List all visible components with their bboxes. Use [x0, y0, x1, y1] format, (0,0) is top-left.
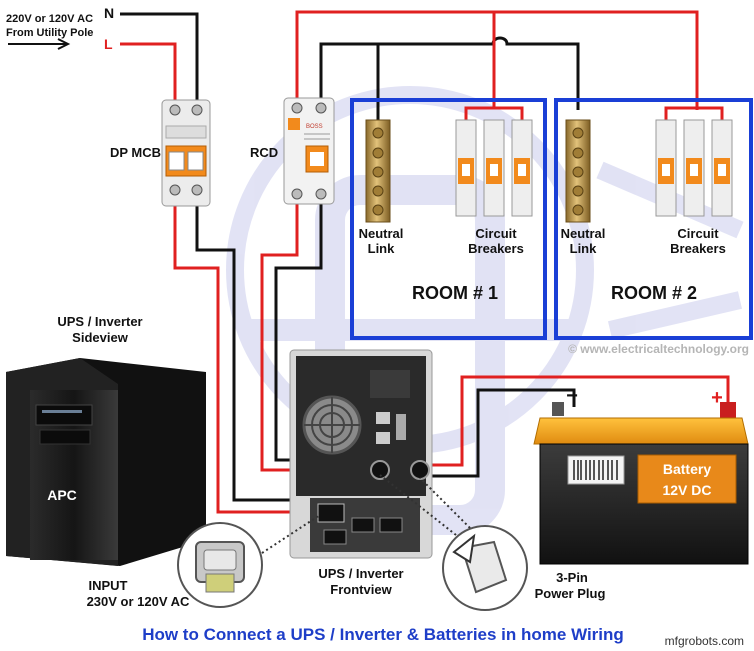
source-arrow-icon	[8, 38, 71, 50]
dp-mcb-icon	[161, 99, 211, 207]
room1-neutral-link-label-1: Neutral	[359, 226, 404, 241]
power-plug-icon	[379, 474, 528, 611]
rcd-brand: BOSS	[306, 124, 323, 130]
input-socket-detail-icon	[177, 514, 321, 608]
copyright-watermark: © www.electricaltechnology.org	[568, 342, 749, 356]
ups-side-label-1: UPS / Inverter	[57, 314, 142, 329]
source-label-line2: From Utility Pole	[6, 27, 93, 39]
supply-neutral-wire	[120, 12, 199, 110]
dp-mcb-label: DP MCB	[110, 145, 161, 160]
barcode	[573, 460, 618, 480]
car-battery-icon: Battery 12V DC	[533, 402, 749, 565]
rcd-live-bus	[295, 10, 699, 110]
supply-live-wire	[120, 42, 177, 110]
ups-front-label-1: UPS / Inverter	[318, 566, 403, 581]
rcd-label: RCD	[250, 145, 278, 160]
room2-neutral-link-label-1: Neutral	[561, 226, 606, 241]
room1-breakers-label-1: Circuit	[475, 226, 517, 241]
rcd-icon: BOSS	[283, 97, 335, 205]
neutral-link-icon	[365, 119, 391, 223]
line-letter: L	[104, 36, 113, 52]
input-label-2: 230V or 120V AC	[87, 594, 190, 609]
input-label-1: INPUT	[89, 578, 128, 593]
battery-minus-sign: −	[566, 385, 578, 407]
cooling-fan-icon	[302, 395, 362, 455]
neutral-link-icon	[565, 119, 591, 223]
ups-input-live-wire	[173, 195, 318, 514]
circuit-breaker-icon	[655, 119, 733, 217]
iec-inlet-icon	[317, 503, 345, 523]
site-watermark: mfgrobots.com	[665, 634, 744, 648]
room-2-panel: Neutral Link Circuit Breakers ROOM # 2	[554, 98, 753, 340]
room-1-panel: Neutral Link Circuit Breakers ROOM # 1	[350, 98, 547, 340]
neutral-letter: N	[104, 5, 114, 21]
room2-neutral-link-label-2: Link	[570, 241, 597, 256]
room2-breakers-label-1: Circuit	[677, 226, 719, 241]
battery-plus-sign: +	[711, 387, 723, 409]
plug-label-2: Power Plug	[535, 586, 606, 601]
plug-label-1: 3-Pin	[556, 570, 588, 585]
ups-side-label-2: Sideview	[72, 330, 129, 345]
ups-brand: APC	[47, 487, 77, 503]
room1-breakers-label-2: Breakers	[468, 241, 524, 256]
room2-title: ROOM # 2	[611, 283, 697, 303]
battery-negative-wire	[420, 388, 576, 478]
battery-label-1: Battery	[663, 461, 711, 477]
room1-neutral-link-label-2: Link	[368, 241, 395, 256]
ups-front-label-2: Frontview	[330, 582, 392, 597]
circuit-breaker-icon	[455, 119, 533, 217]
ups-input-neutral-wire	[195, 195, 318, 502]
source-label-line1: 220V or 120V AC	[6, 13, 93, 25]
battery-label-2: 12V DC	[662, 482, 711, 498]
diagram-caption: How to Connect a UPS / Inverter & Batter…	[142, 625, 624, 644]
room1-title: ROOM # 1	[412, 283, 498, 303]
ups-sideview-icon: APC	[6, 358, 206, 566]
room2-breakers-label-2: Breakers	[670, 241, 726, 256]
battery-positive-wire	[420, 375, 730, 467]
ups-frontview-icon	[289, 349, 433, 559]
